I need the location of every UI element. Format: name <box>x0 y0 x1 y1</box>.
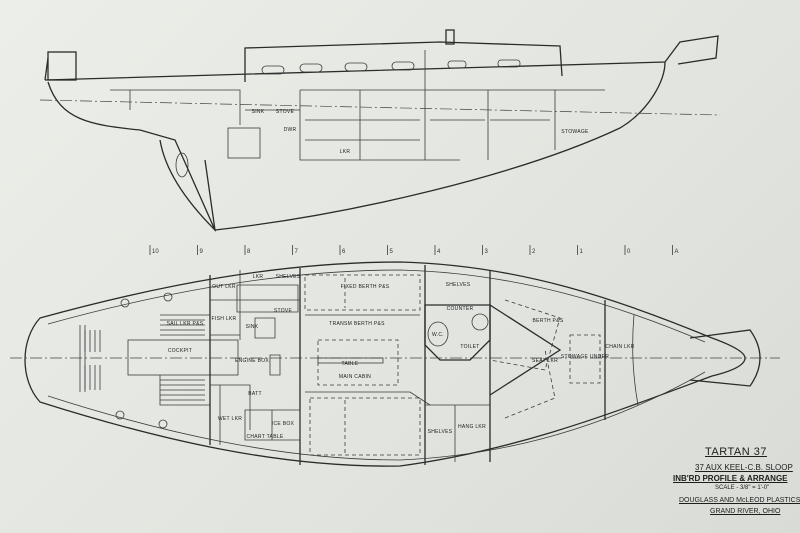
galley-nav <box>210 270 301 445</box>
label-berth-pa: BERTH P&S <box>533 318 564 324</box>
label-shelves-low: SHELVES <box>428 429 453 435</box>
cabin-trunk <box>244 41 563 82</box>
label-shelves-top: SHELVES <box>276 274 301 280</box>
station-label: 8 <box>247 249 251 255</box>
title-block: TARTAN 37 37 AUX KEEL-C.B. SLOOP INB'RD … <box>655 446 800 516</box>
profile-label-dwr: DWR <box>284 127 297 133</box>
location: GRAND RIVER, OHIO <box>710 507 781 515</box>
label-batt: BATT <box>248 391 262 397</box>
station-label: 1 <box>580 249 584 255</box>
label-stowage-under: STOWAGE UNDER <box>561 354 609 360</box>
label-toilet: TOILET <box>460 344 479 350</box>
basin <box>471 313 489 331</box>
label-ice-box: ICE BOX <box>272 421 295 427</box>
v-berth-cushions <box>489 299 601 419</box>
station-label: 0 <box>627 249 631 255</box>
hull-outline <box>24 261 746 467</box>
label-table: TABLE <box>342 361 359 367</box>
label-fish-lkr: FISH LKR <box>212 316 237 322</box>
label-counter: COUNTER <box>447 306 474 312</box>
bow-pulpit <box>689 329 761 387</box>
station-label: 3 <box>485 249 489 255</box>
label-seat-lkr: SEAT LKR <box>532 358 558 364</box>
station-label: 6 <box>342 249 346 255</box>
inboard-profile: SINK STOVE DWR LKR STOWAGE <box>39 29 721 232</box>
settee-edges <box>305 314 431 406</box>
stern-pulpit <box>47 51 77 81</box>
label-hang-lkr: HANG LKR <box>458 424 486 430</box>
subtitle: 37 AUX KEEL-C.B. SLOOP <box>695 462 793 472</box>
label-main-cabin: MAIN CABIN <box>339 374 371 380</box>
title: TARTAN 37 <box>705 446 767 458</box>
profile-label-stove: STOVE <box>276 109 295 115</box>
label-fixed-berth: FIXED BERTH P&S <box>341 284 390 290</box>
label-engine-box: ENGINE BOX <box>235 358 269 364</box>
label-shelves-fwd: SHELVES <box>446 282 471 288</box>
label-chain-lkr: CHAIN LKR <box>605 344 634 350</box>
label-sail-lkr: SAIL LKR P&S <box>167 321 204 327</box>
wc-bowl <box>427 321 449 347</box>
chain-locker-break <box>632 314 639 406</box>
label-cockpit: COCKPIT <box>168 348 192 354</box>
profile-label-lkr: LKR <box>340 149 351 155</box>
bulkheads <box>209 265 606 465</box>
hanging-locker <box>425 404 490 462</box>
drawing-name: INB'RD PROFILE & ARRANGE <box>673 473 788 483</box>
label-sink: SINK <box>246 324 259 330</box>
label-wet-lkr: WET LKR <box>218 416 242 422</box>
station-label: 9 <box>200 249 204 255</box>
label-transom-berth: TRANSM BERTH P&S <box>329 321 385 327</box>
label-out-lkr: OUT LKR <box>212 284 236 290</box>
label-lkr: LKR <box>253 274 264 280</box>
company: DOUGLASS AND McLEOD PLASTICS <box>679 496 800 504</box>
profile-label-stowage: STOWAGE <box>561 129 589 135</box>
waterline <box>39 99 721 116</box>
cockpit <box>84 314 239 406</box>
station-label: A <box>675 249 679 255</box>
table-leaf <box>317 357 384 364</box>
profile-label-sink: SINK <box>252 109 265 115</box>
winches <box>115 292 173 429</box>
sheer-line <box>44 35 719 81</box>
mast-step <box>445 29 455 45</box>
scale: SCALE - 3/8" = 1'-0" <box>715 485 770 492</box>
propeller <box>175 152 189 178</box>
label-stove: STOVE <box>274 308 293 314</box>
cockpit-lockers <box>110 89 300 125</box>
hull-profile <box>47 61 666 231</box>
berths <box>304 274 421 456</box>
station-label: 2 <box>532 249 536 255</box>
station-label: 5 <box>390 249 394 255</box>
station-label: 7 <box>295 249 299 255</box>
station-label: 4 <box>437 249 441 255</box>
deck-edge <box>47 269 706 461</box>
portlights <box>261 59 521 75</box>
label-chart-table: CHART TABLE <box>246 434 283 440</box>
label-wc: W.C. <box>432 332 444 338</box>
engine <box>227 127 261 159</box>
station-label: 10 <box>152 249 159 255</box>
keel <box>159 139 216 232</box>
transom-rail <box>79 325 86 392</box>
joinerwork <box>299 50 605 161</box>
v-berth-edge <box>489 304 562 396</box>
arrangement-plan: OUT LKR FISH LKR SAIL LKR P&S COCKPIT LK… <box>10 261 780 467</box>
